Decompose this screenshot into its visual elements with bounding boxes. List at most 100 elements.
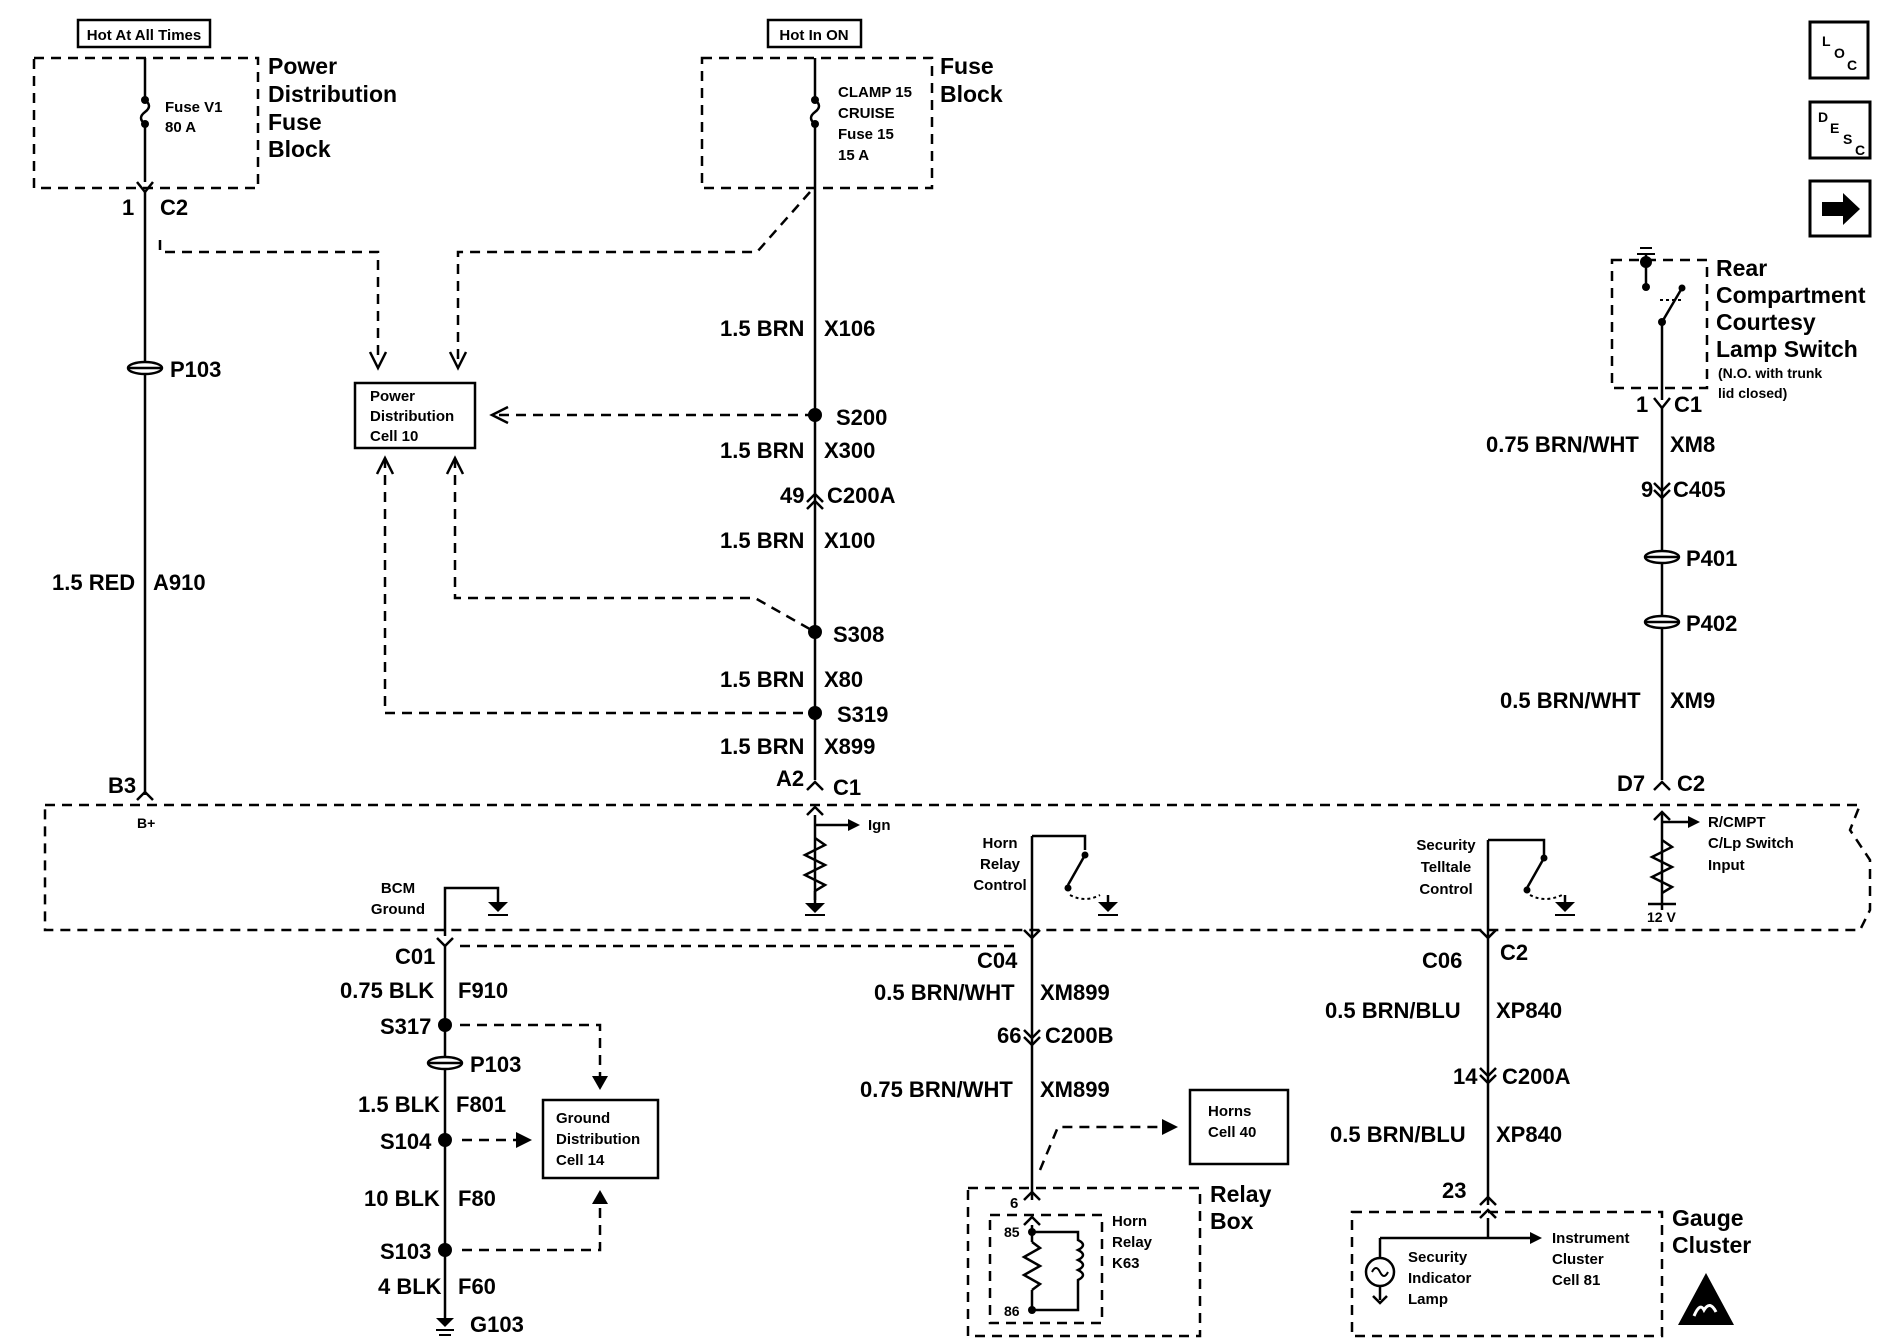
ign-ground-icon — [805, 903, 825, 913]
ign-label: Ign — [868, 817, 891, 834]
wire-f910-gauge: 0.75 BLK — [340, 978, 434, 1003]
splice-s104 — [438, 1133, 452, 1147]
bcm-pin-d7: D7 — [1617, 771, 1645, 796]
horns-cell-40-box[interactable] — [1188, 1088, 1290, 1166]
pdfb-connector-pin: 1 — [122, 195, 134, 220]
bcm-ground-icon — [488, 902, 508, 912]
c200a-name: C200A — [827, 483, 896, 508]
esd-warning-icon — [1678, 1273, 1734, 1325]
svg-text:Relay: Relay — [980, 856, 1021, 873]
splice-s308 — [808, 625, 822, 639]
svg-text:Power: Power — [370, 388, 415, 405]
svg-text:Security: Security — [1416, 837, 1476, 854]
splice-s317-label: S317 — [380, 1014, 431, 1039]
svg-text:lid closed): lid closed) — [1718, 385, 1787, 401]
rcmpt-pullup-resistor — [1649, 838, 1675, 895]
splice-s317 — [438, 1018, 452, 1032]
wire-xm9-gauge: 0.5 BRN/WHT — [1500, 688, 1641, 713]
svg-text:Rear: Rear — [1716, 255, 1767, 281]
horn-relay-boundary — [988, 1213, 1104, 1325]
pdfb-title: Power Distribution Fuse Block — [268, 53, 397, 162]
wire-xp840-a-id: XP840 — [1496, 998, 1562, 1023]
fuse-15-symbol — [809, 99, 821, 125]
connector-c01: C01 — [395, 944, 435, 969]
c405-name: C405 — [1673, 477, 1726, 502]
ground-distribution-cell-14-box[interactable] — [541, 1098, 660, 1180]
svg-text:Ground: Ground — [371, 901, 425, 918]
svg-text:Cell 40: Cell 40 — [1208, 1124, 1256, 1141]
security-telltale-label: Security Telltale Control — [1416, 837, 1476, 898]
svg-text:Cell 14: Cell 14 — [556, 1152, 605, 1169]
splice-s200 — [808, 408, 822, 422]
relay-coil-resistor — [1021, 1241, 1043, 1291]
wire-x300-id: X300 — [824, 438, 875, 463]
c200b-pin: 66 — [997, 1023, 1021, 1048]
wire-f60-id: F60 — [458, 1274, 496, 1299]
svg-text:Fuse V1: Fuse V1 — [165, 99, 223, 116]
svg-text:15 A: 15 A — [838, 147, 869, 164]
relay-coil — [1032, 1230, 1085, 1312]
wire-xp840-b-id: XP840 — [1496, 1122, 1562, 1147]
description-view-button[interactable]: D E S C — [1808, 100, 1872, 160]
wire-xm8-id: XM8 — [1670, 432, 1715, 457]
rear-switch-note: (N.O. with trunk lid closed) — [1718, 365, 1822, 401]
security-ground-icon — [1555, 902, 1575, 912]
location-view-button[interactable]: L O C — [1808, 20, 1870, 80]
c200a-bottom-name: C200A — [1502, 1064, 1571, 1089]
fuse-v1-label: Fuse V1 80 A — [165, 99, 223, 136]
hot-in-on-label: Hot In ON — [779, 27, 848, 44]
gauge-cluster-boundary — [1350, 1210, 1664, 1338]
wire-x100-id: X100 — [824, 528, 875, 553]
svg-text:Control: Control — [1419, 881, 1472, 898]
svg-text:Indicator: Indicator — [1408, 1270, 1472, 1287]
instrument-cluster-cell-81-label: Instrument Cluster Cell 81 — [1552, 1230, 1630, 1289]
fuse-block-boundary — [700, 56, 934, 190]
fuse-15-label: CLAMP 15 CRUISE Fuse 15 15 A — [838, 84, 912, 164]
svg-text:Relay: Relay — [1210, 1181, 1272, 1207]
wire-x80-gauge: 1.5 BRN — [720, 667, 804, 692]
ground-g103-icon — [436, 1318, 454, 1327]
svg-text:E: E — [1830, 120, 1839, 136]
rear-switch-boundary — [1610, 258, 1709, 390]
svg-text:Cell 81: Cell 81 — [1552, 1272, 1600, 1289]
splice-s103 — [438, 1243, 452, 1257]
relay-box-title: Relay Box — [1210, 1181, 1272, 1234]
svg-text:Cluster: Cluster — [1672, 1232, 1751, 1258]
power-distribution-cell-10-box[interactable] — [353, 381, 477, 450]
security-indicator-lamp-label: Security Indicator Lamp — [1408, 1249, 1472, 1308]
horn-relay-ground-icon — [1098, 902, 1118, 912]
pdfb-connector-name: C2 — [160, 195, 188, 220]
horns-cell-40-label: Horns Cell 40 — [1208, 1103, 1256, 1141]
gauge-cluster-title: Gauge Cluster — [1672, 1205, 1751, 1258]
wire-x100-gauge: 1.5 BRN — [720, 528, 804, 553]
svg-text:Distribution: Distribution — [370, 408, 454, 425]
right-arrow-icon — [1822, 193, 1860, 225]
next-page-button[interactable] — [1808, 179, 1872, 238]
svg-text:L: L — [1822, 33, 1831, 49]
wire-xm899-b-gauge: 0.75 BRN/WHT — [860, 1077, 1013, 1102]
svg-text:Block: Block — [268, 136, 331, 162]
svg-text:(N.O. with trunk: (N.O. with trunk — [1718, 365, 1822, 381]
wire-a910-gauge: 1.5 RED — [52, 570, 135, 595]
security-lamp-icon — [1364, 1256, 1396, 1288]
ground-g103-label: G103 — [470, 1312, 524, 1337]
splice-s319 — [808, 706, 822, 720]
c405-pin: 9 — [1641, 477, 1653, 502]
bcm-pin-b3: B3 — [108, 773, 136, 798]
svg-text:Distribution: Distribution — [556, 1131, 640, 1148]
svg-text:Gauge: Gauge — [1672, 1205, 1744, 1231]
svg-text:Horn: Horn — [1112, 1213, 1147, 1230]
rear-switch-title: Rear Compartment Courtesy Lamp Switch — [1716, 255, 1866, 362]
wire-x300-gauge: 1.5 BRN — [720, 438, 804, 463]
svg-text:K63: K63 — [1112, 1255, 1140, 1272]
svg-text:BCM: BCM — [381, 880, 415, 897]
svg-text:O: O — [1834, 45, 1845, 61]
rcmpt-input-label: R/CMPT C/Lp Switch Input — [1708, 814, 1794, 874]
wire-xm8-gauge: 0.75 BRN/WHT — [1486, 432, 1639, 457]
svg-text:Horn: Horn — [983, 835, 1018, 852]
svg-text:Fuse: Fuse — [940, 53, 994, 79]
fuse-block-title: Fuse Block — [940, 53, 1003, 107]
wire-f801-gauge: 1.5 BLK — [358, 1092, 440, 1117]
c200b-name: C200B — [1045, 1023, 1113, 1048]
